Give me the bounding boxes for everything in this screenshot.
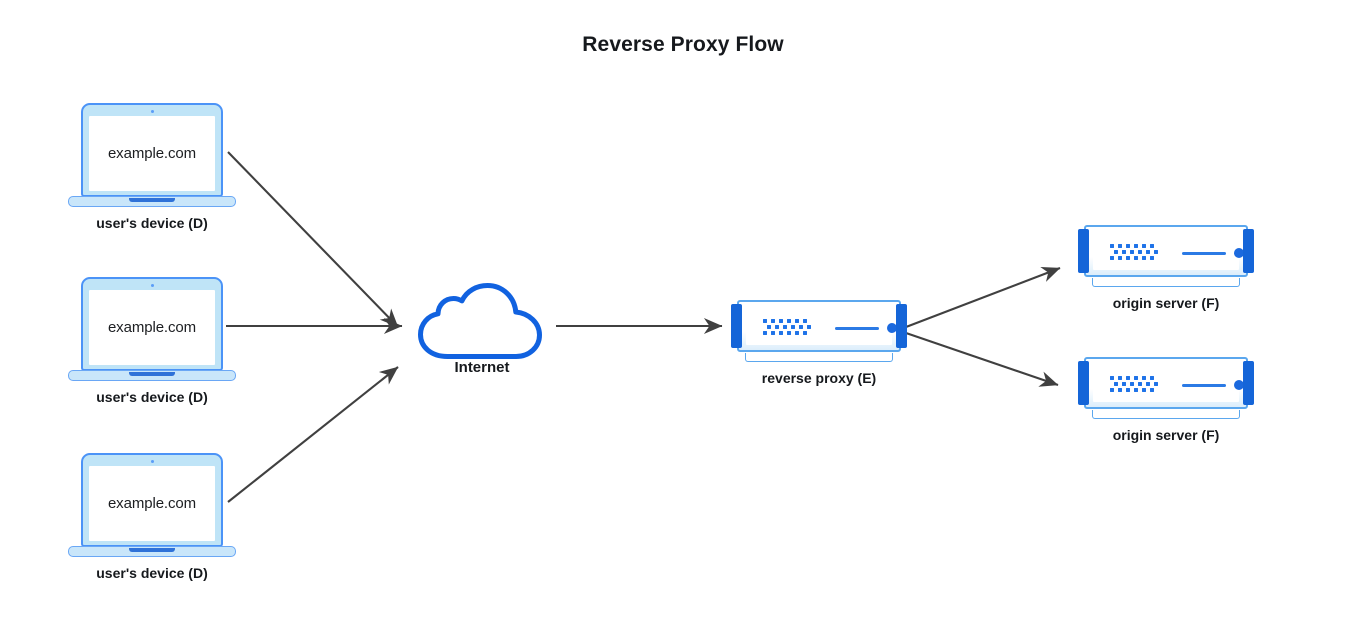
server-base: [1092, 278, 1240, 287]
node-label-client-top: user's device (D): [96, 215, 208, 231]
server-indicator-dot: [1234, 248, 1244, 258]
laptop-url-text: example.com: [107, 319, 197, 336]
edge-client-bottom-to-internet: [227, 366, 399, 503]
server-end-cap-right: [1243, 229, 1254, 273]
server-end-cap-right: [1243, 361, 1254, 405]
node-label-client-middle: user's device (D): [96, 389, 208, 405]
node-client-bottom[interactable]: example.com user's device (D): [68, 453, 236, 581]
server-end-cap-left: [731, 304, 742, 348]
server-base: [745, 353, 893, 362]
camera-icon: [150, 110, 154, 113]
node-label-internet: Internet: [454, 359, 510, 376]
server-indicator-line: [1182, 252, 1226, 255]
server-end-cap-left: [1078, 361, 1089, 405]
server-body: [737, 300, 901, 352]
node-internet[interactable]: Internet: [412, 283, 552, 383]
laptop-screen: example.com: [81, 453, 223, 547]
server-base: [1092, 410, 1240, 419]
laptop-display: example.com: [89, 290, 215, 365]
laptop-display: example.com: [89, 116, 215, 191]
server-body: [1084, 357, 1248, 409]
edge-client-top-to-internet: [227, 151, 399, 328]
edge-proxy-to-origin-top: [905, 267, 1061, 328]
laptop-trackpad-notch: [129, 372, 175, 376]
server-indicator-dot: [1234, 380, 1244, 390]
server-indicator-dot: [887, 323, 897, 333]
node-reverse-proxy[interactable]: reverse proxy (E): [731, 300, 907, 386]
laptop-screen: example.com: [81, 277, 223, 371]
server-body: [1084, 225, 1248, 277]
node-client-top[interactable]: example.com user's device (D): [68, 103, 236, 231]
node-label-origin-bottom: origin server (F): [1112, 427, 1220, 443]
laptop-screen: example.com: [81, 103, 223, 197]
page-title: Reverse Proxy Flow: [582, 33, 784, 56]
node-label-origin-top: origin server (F): [1112, 295, 1220, 311]
cloud-icon: [418, 283, 542, 359]
laptop-display: example.com: [89, 466, 215, 541]
node-label-reverse-proxy: reverse proxy (E): [761, 370, 877, 386]
node-origin-top[interactable]: origin server (F): [1078, 225, 1254, 311]
node-client-middle[interactable]: example.com user's device (D): [68, 277, 236, 405]
node-origin-bottom[interactable]: origin server (F): [1078, 357, 1254, 443]
node-label-client-bottom: user's device (D): [96, 565, 208, 581]
camera-icon: [150, 284, 154, 287]
camera-icon: [150, 460, 154, 463]
edge-proxy-to-origin-bottom: [905, 332, 1059, 387]
laptop-url-text: example.com: [107, 495, 197, 512]
laptop-trackpad-notch: [129, 198, 175, 202]
laptop-url-text: example.com: [107, 145, 197, 162]
server-end-cap-left: [1078, 229, 1089, 273]
server-indicator-line: [1182, 384, 1226, 387]
server-end-cap-right: [896, 304, 907, 348]
server-indicator-line: [835, 327, 879, 330]
laptop-trackpad-notch: [129, 548, 175, 552]
